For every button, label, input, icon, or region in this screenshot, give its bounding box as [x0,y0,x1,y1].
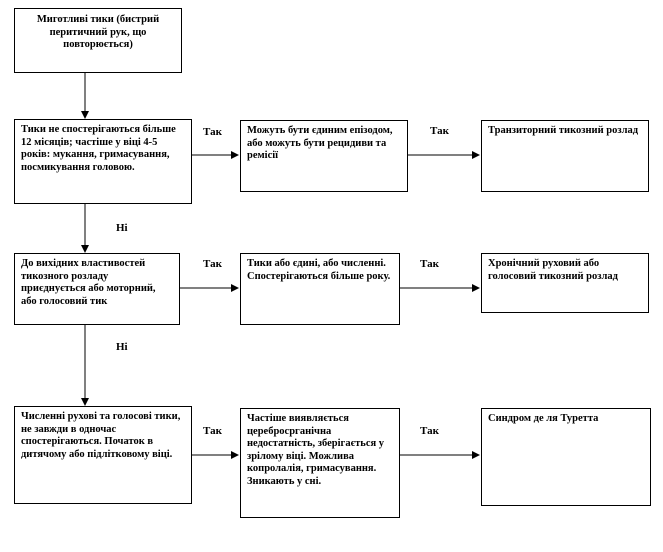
label-yes-r2a: Так [203,258,222,270]
box-r1c2: Можуть бути єдиним епізодом, або можуть … [240,120,408,192]
label-yes-r2b: Так [420,258,439,270]
label-yes-r3a: Так [203,425,222,437]
label-no-1: Ні [116,222,128,234]
label-yes-r3b: Так [420,425,439,437]
box-r3c1: Численні рухові та голосові тики, не зав… [14,406,192,504]
label-no-2: Ні [116,341,128,353]
box-r2c2: Тики або єдині, або численні. Спостеріга… [240,253,400,325]
box-r1c3: Транзиторний тикозний розлад [481,120,649,192]
box-r1c1: Тики не спостерігаються більше 12 місяці… [14,119,192,204]
label-yes-r1a: Так [203,126,222,138]
box-r2c3: Хронічний руховий або голосовий тикозний… [481,253,649,313]
box-start: Миготливі тики (бистрий перитичний рук, … [14,8,182,73]
label-yes-r1b: Так [430,125,449,137]
box-r3c3: Синдром де ля Туретта [481,408,651,506]
box-r3c2: Частіше виявляється церебросрганічна нед… [240,408,400,518]
box-r2c1: До вихідних властивостей тикозного розла… [14,253,180,325]
